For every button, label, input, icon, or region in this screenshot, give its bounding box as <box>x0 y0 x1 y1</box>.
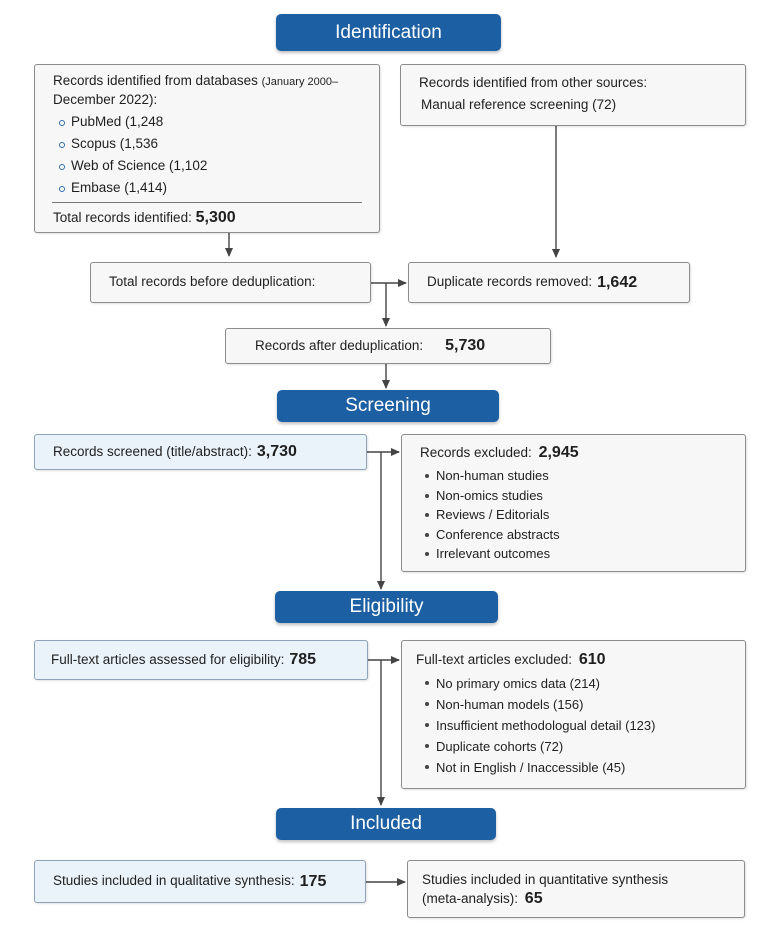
list-item: Non-human models (156) <box>422 694 745 715</box>
header-screening: Screening <box>277 390 499 422</box>
fulltext-excluded-title: Full-text articles excluded: 610 <box>416 651 606 668</box>
header-included: Included <box>276 808 496 840</box>
records-excluded-value: 2,945 <box>538 444 579 461</box>
total-identified: Total records identified: 5,300 <box>53 209 236 226</box>
header-screening-label: Screening <box>345 395 431 416</box>
duplicates-removed-value: 1,642 <box>597 273 638 291</box>
total-identified-value: 5,300 <box>195 209 236 226</box>
list-item-web-of-science: Web of Science (1,102 <box>55 155 379 177</box>
after-dedup-box: Records after deduplication: 5,730 <box>225 328 551 364</box>
header-identification-label: Identification <box>335 21 442 43</box>
quantitative-synthesis-value: 65 <box>524 890 543 907</box>
records-screened-label: Records screened (title/abstract): <box>53 443 252 459</box>
before-dedup-label: Total records before deduplication: <box>109 274 316 290</box>
qualitative-synthesis-value: 175 <box>299 872 327 890</box>
records-excluded-title: Records excluded: 2,945 <box>420 444 579 461</box>
databases-box: Records identified from databases (Janua… <box>34 64 380 233</box>
databases-list: PubMed (1,248 Scopus (1,536 Web of Scien… <box>55 111 379 199</box>
quantitative-synthesis-line2: (meta-analysis): 65 <box>422 890 543 907</box>
databases-range: December 2022): <box>53 92 158 107</box>
list-item-embase: Embase (1,414) <box>55 177 379 199</box>
quantitative-synthesis-label: Studies included in quantitative synthes… <box>422 872 669 887</box>
databases-title: Records identified from databases (Janua… <box>53 73 339 88</box>
header-eligibility-label: Eligibility <box>349 596 424 617</box>
other-sources-title: Records identified from other sources: <box>419 75 648 90</box>
other-sources-box: Records identified from other sources: M… <box>400 64 746 126</box>
list-item-pubmed: PubMed (1,248 <box>55 111 379 133</box>
after-dedup-value: 5,730 <box>445 337 486 354</box>
header-identification: Identification <box>276 14 501 51</box>
list-item: Insufficient methodologual detail (123) <box>422 715 745 736</box>
qualitative-synthesis-box: Studies included in qualitative synthesi… <box>34 860 366 903</box>
records-screened-box: Records screened (title/abstract): 3,730 <box>34 434 367 470</box>
databases-divider <box>52 202 362 203</box>
list-item: Not in English / Inaccessible (45) <box>422 757 745 778</box>
records-excluded-reasons: Non-human studies Non-omics studies Revi… <box>422 466 745 564</box>
records-screened-value: 3,730 <box>256 443 297 460</box>
list-item-scopus: Scopus (1,536 <box>55 133 379 155</box>
other-sources-item: Manual reference screening (72) <box>421 97 617 112</box>
qualitative-synthesis-label: Studies included in qualitative synthesi… <box>53 873 295 889</box>
fulltext-assessed-label: Full-text articles assessed for eligibil… <box>51 651 285 667</box>
fulltext-excluded-box: Full-text articles excluded: 610 No prim… <box>401 640 746 789</box>
list-item: Duplicate cohorts (72) <box>422 736 745 757</box>
after-dedup-label: Records after deduplication: <box>255 337 424 353</box>
before-dedup-box: Total records before deduplication: <box>90 262 371 303</box>
fulltext-excluded-value: 610 <box>578 651 606 668</box>
list-item: Conference abstracts <box>422 525 745 545</box>
list-item: Irrelevant outcomes <box>422 544 745 564</box>
records-excluded-box: Records excluded: 2,945 Non-human studie… <box>401 434 746 572</box>
quantitative-synthesis-box: Studies included in quantitative synthes… <box>407 860 745 918</box>
list-item: Non-human studies <box>422 466 745 486</box>
header-included-label: Included <box>350 813 422 834</box>
fulltext-assessed-box: Full-text articles assessed for eligibil… <box>34 640 368 680</box>
fulltext-assessed-value: 785 <box>289 651 317 668</box>
list-item: Non-omics studies <box>422 486 745 506</box>
list-item: No primary omics data (214) <box>422 673 745 694</box>
fulltext-excluded-reasons: No primary omics data (214) Non-human mo… <box>422 673 745 778</box>
duplicates-removed-box: Duplicate records removed: 1,642 <box>408 262 690 303</box>
list-item: Reviews / Editorials <box>422 505 745 525</box>
header-eligibility: Eligibility <box>275 591 498 623</box>
duplicates-removed-label: Duplicate records removed: <box>427 274 593 290</box>
